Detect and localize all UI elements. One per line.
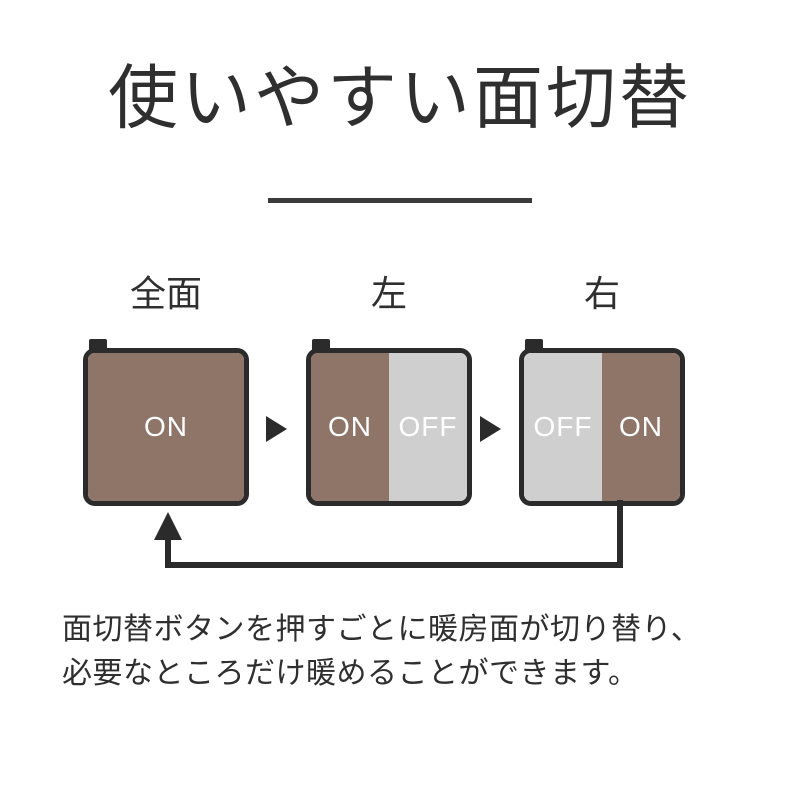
page-title: 使いやすい面切替	[108, 59, 692, 137]
zone-right-on: ON	[602, 353, 680, 501]
heater-panel-full: ON	[83, 348, 249, 506]
zone-left-off: OFF	[524, 353, 602, 501]
heater-panel-left: ON OFF	[306, 348, 472, 506]
title-underline-rule	[268, 198, 532, 203]
panel-label-left: 左	[370, 273, 407, 314]
zone-left-on: ON	[311, 353, 389, 501]
triangle-right-icon-step-1	[266, 416, 287, 442]
panel-tab-icon-left	[312, 339, 330, 350]
panel-label-right: 右	[583, 273, 620, 314]
zone-full-on: ON	[88, 353, 244, 501]
panel-tab-icon-full	[89, 339, 107, 350]
panel-label-full: 全面	[129, 273, 202, 314]
heater-panel-right: OFF ON	[519, 348, 685, 506]
caption-line-1: 面切替ボタンを押すごとに暖房面が切り替り、	[62, 613, 702, 646]
triangle-right-icon-step-2	[480, 416, 501, 442]
caption-line-2: 必要なところだけ暖めることができます。	[62, 657, 639, 690]
panel-label-row: 全面 左 右	[0, 272, 800, 318]
zone-right-off: OFF	[389, 353, 467, 501]
panel-tab-icon-right	[525, 339, 543, 350]
caption-block: 面切替ボタンを押すごとに暖房面が切り替り、 必要なところだけ暖めることができます…	[62, 608, 742, 696]
